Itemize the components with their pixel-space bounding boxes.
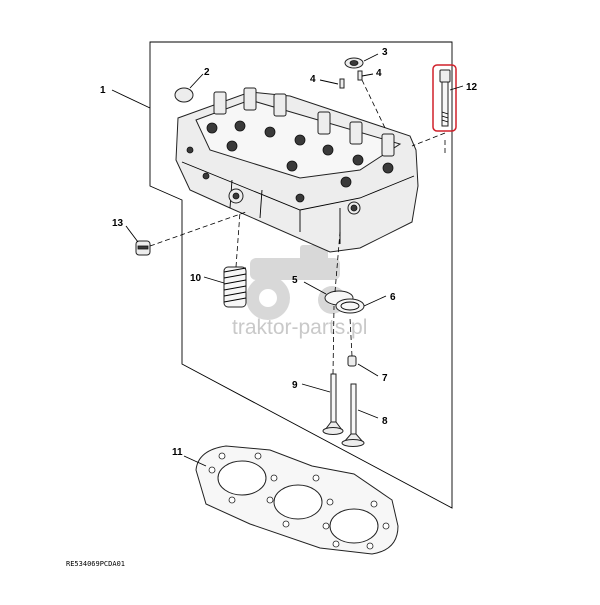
- valve-keeper: [347, 355, 357, 367]
- dowel-pin-right: [357, 70, 363, 81]
- callout-6: 6: [390, 292, 396, 303]
- callout-13: 13: [112, 218, 124, 229]
- assembly-outline: [149, 41, 453, 509]
- reference-code: RE534069PCDA01: [66, 560, 125, 568]
- valve-spring: [223, 266, 247, 308]
- callout-7: 7: [382, 373, 388, 384]
- watermark-text: traktor-parts.pl: [232, 316, 367, 339]
- intake-valve: [322, 373, 344, 435]
- callout-5: 5: [292, 275, 298, 286]
- cylinder-head: [175, 87, 419, 253]
- callout-4b: 4: [376, 68, 382, 79]
- callout-12: 12: [466, 82, 478, 93]
- valve-stem-seal: [335, 298, 365, 314]
- callout-11: 11: [172, 447, 183, 458]
- head-bolt: [432, 64, 457, 132]
- callout-2: 2: [204, 67, 210, 78]
- callout-9: 9: [292, 380, 298, 391]
- highlight-box: [432, 64, 457, 132]
- callout-8: 8: [382, 416, 388, 427]
- callout-10: 10: [190, 273, 202, 284]
- callout-3: 3: [382, 47, 388, 58]
- expansion-plug: [174, 87, 194, 103]
- callout-4a: 4: [310, 74, 316, 85]
- cap-nut: [344, 57, 364, 69]
- callout-labels: 1 2 3 4 4 5 6 7 8 9 10 11 12 13: [100, 47, 478, 458]
- dowel-pin-left: [339, 78, 345, 89]
- pipe-plug: [135, 240, 151, 256]
- head-gasket: [195, 445, 399, 555]
- exhaust-valve: [341, 383, 365, 447]
- callout-1: 1: [100, 85, 106, 96]
- leader-lines: [111, 53, 464, 467]
